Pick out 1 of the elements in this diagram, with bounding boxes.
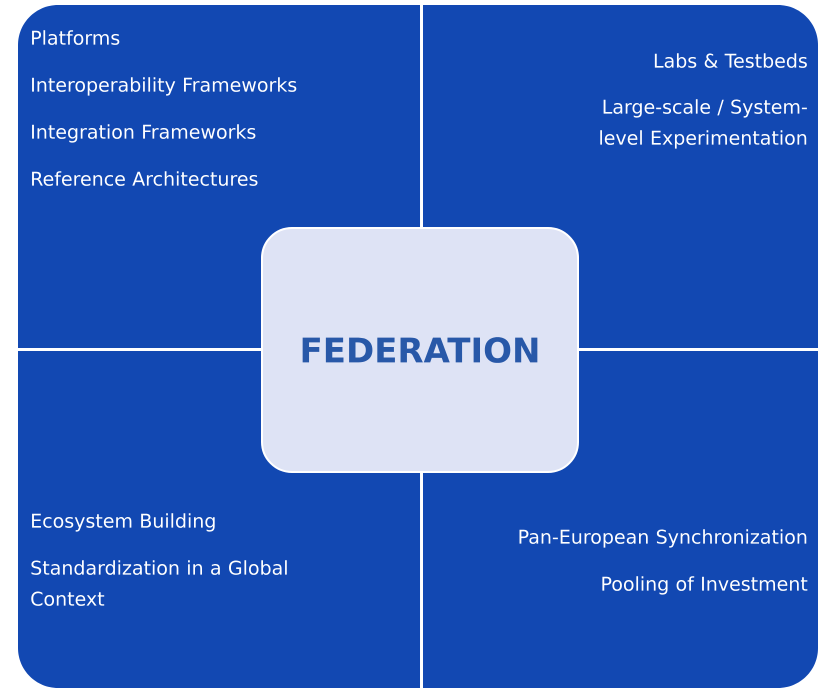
center-box: FEDERATION xyxy=(261,227,579,473)
